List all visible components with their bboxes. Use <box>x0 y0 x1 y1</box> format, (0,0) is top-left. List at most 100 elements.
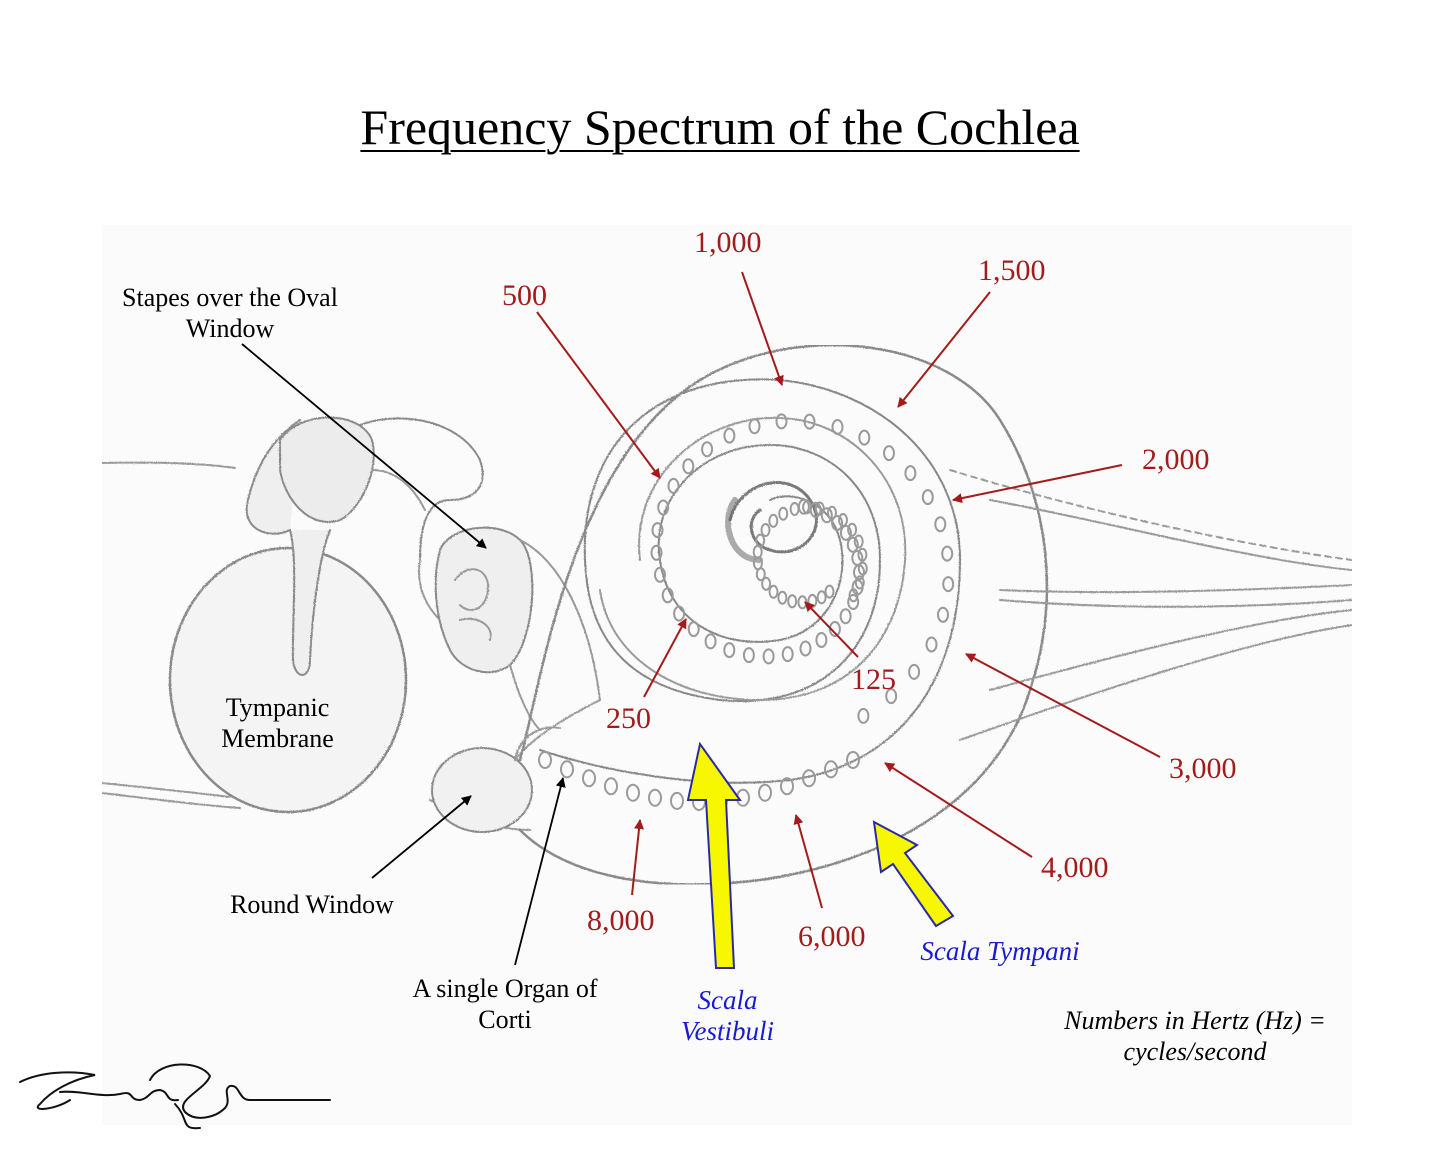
pointer-250 <box>643 618 687 698</box>
units-note-line2: cycles/second <box>1123 1037 1267 1066</box>
corti-dot <box>657 499 670 516</box>
frequency-pointers <box>536 271 1161 909</box>
corti-dot <box>824 760 838 779</box>
stapes-label-line2: Window <box>185 314 275 343</box>
corti-dot <box>831 515 844 531</box>
corti-dot <box>687 621 700 638</box>
corti-dot <box>682 458 695 475</box>
pointer-organ-of-corti <box>514 777 566 966</box>
corti-dot <box>762 648 775 665</box>
scala-vestibuli-line2: Vestibuli <box>681 1016 774 1046</box>
freq-250: 250 <box>606 702 651 735</box>
pointer-6000 <box>793 814 823 909</box>
corti-dot <box>883 445 895 462</box>
pointer-1500 <box>897 291 991 408</box>
tympanic-label-line2: Membrane <box>221 724 334 753</box>
scala-tympani-arrow <box>872 820 955 928</box>
corti-dot <box>650 544 663 561</box>
freq-8000: 8,000 <box>587 904 655 937</box>
corti-dot <box>582 769 596 788</box>
pointer-round-window <box>371 795 472 879</box>
pointer-8000 <box>631 819 645 896</box>
corti-dot <box>781 646 794 663</box>
corti-dot <box>827 505 837 520</box>
anatomy-pointers <box>241 343 566 966</box>
pointer-1000 <box>741 271 784 386</box>
organ-label-line2: Corti <box>478 1005 532 1034</box>
corti-dot <box>937 606 949 623</box>
corti-dot <box>777 590 788 605</box>
corti-dot <box>654 566 666 583</box>
corti-dot <box>701 441 714 458</box>
corti-dot <box>803 413 816 430</box>
corti-dot <box>670 791 684 810</box>
pointer-stapes <box>241 343 487 549</box>
corti-dot <box>748 418 761 435</box>
corti-dot <box>904 465 917 482</box>
corti-dot <box>723 427 736 444</box>
corti-dot <box>758 783 772 802</box>
pointer-4000 <box>884 762 1033 858</box>
page-title: Frequency Spectrum of the Cochlea <box>360 99 1080 155</box>
pointer-2000 <box>952 464 1123 504</box>
corti-dot <box>925 636 938 653</box>
scala-tympani-label: Scala Tympani <box>920 936 1080 966</box>
corti-dot <box>742 647 755 664</box>
corti-dot <box>648 788 662 807</box>
corti-dot <box>775 413 788 430</box>
freq-1000: 1,000 <box>694 226 762 259</box>
organ-label-line1: A single Organ of <box>412 974 598 1003</box>
corti-dot <box>847 522 858 537</box>
tympanic-membrane-label: Tympanic Membrane <box>200 692 355 754</box>
units-note: Numbers in Hertz (Hz) = cycles/second <box>1040 1005 1350 1067</box>
stapes-label: Stapes over the Oval Window <box>100 282 360 344</box>
corti-dot <box>908 663 921 680</box>
corti-dot <box>941 545 954 562</box>
freq-500: 500 <box>502 279 547 312</box>
corti-dot <box>760 523 771 537</box>
corti-dot <box>851 550 864 566</box>
corti-dot <box>651 522 664 539</box>
pointer-3000 <box>965 653 1161 758</box>
corti-dot <box>604 777 618 796</box>
units-note-line1: Numbers in Hertz (Hz) = <box>1064 1006 1326 1035</box>
corti-dot <box>885 688 898 705</box>
pointer-125 <box>804 601 859 658</box>
corti-dot <box>538 751 552 769</box>
freq-4000: 4,000 <box>1041 851 1109 884</box>
corti-dot <box>934 516 947 533</box>
corti-dot <box>831 419 844 435</box>
round-window-label: Round Window <box>230 890 394 919</box>
corti-dot <box>839 608 852 625</box>
corti-dot <box>802 769 816 788</box>
freq-3000: 3,000 <box>1169 752 1237 785</box>
scala-vestibuli-label: Scala Vestibuli <box>660 985 795 1047</box>
tympanic-label-line1: Tympanic <box>225 693 330 722</box>
anatomy-sketch <box>101 343 1353 886</box>
corti-dot <box>667 477 680 494</box>
corti-dot <box>816 590 827 605</box>
corti-dot <box>661 587 674 604</box>
corti-dot <box>848 588 859 603</box>
scala-vestibuli-arrow <box>686 741 742 969</box>
corti-dot <box>846 751 860 769</box>
corti-dot <box>626 783 640 802</box>
corti-dot <box>854 575 865 590</box>
corti-dot <box>780 777 794 796</box>
corti-dot <box>768 584 779 599</box>
corti-dot <box>839 524 852 541</box>
organ-of-corti-label: A single Organ of Corti <box>395 973 615 1035</box>
stapes-label-line1: Stapes over the Oval <box>122 283 338 312</box>
corti-dot <box>847 594 860 610</box>
freq-2000: 2,000 <box>1142 443 1210 476</box>
corti-dot <box>761 576 772 591</box>
corti-dot <box>768 513 779 528</box>
corti-dot <box>799 640 812 657</box>
corti-dot <box>857 561 868 576</box>
corti-dot <box>857 707 870 724</box>
organ-of-corti-dots <box>538 413 955 811</box>
corti-dot <box>853 534 864 549</box>
corti-dot <box>778 506 789 521</box>
corti-dot <box>857 547 868 562</box>
